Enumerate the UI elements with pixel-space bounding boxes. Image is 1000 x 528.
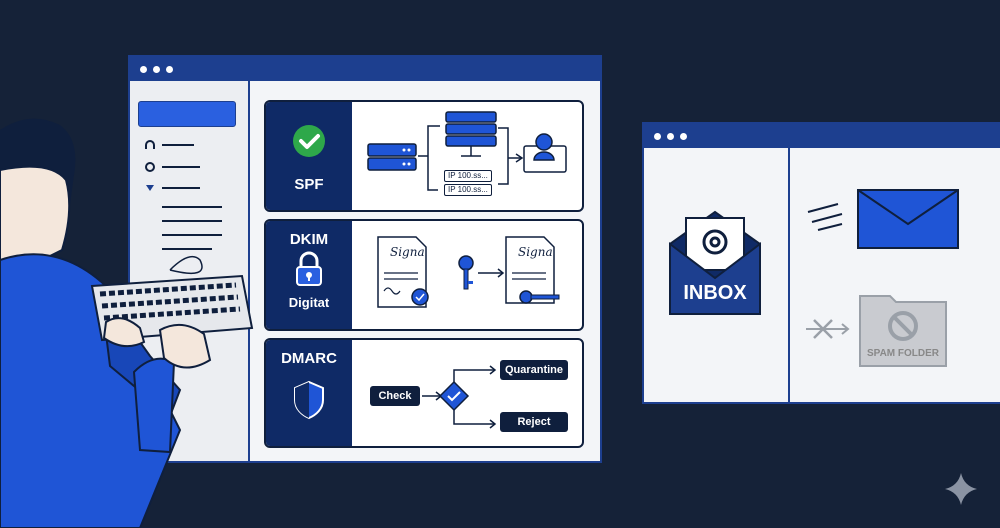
padlock-icon — [296, 251, 322, 286]
window-control-dot[interactable] — [654, 132, 661, 140]
dmarc-flow-diagram — [422, 365, 497, 429]
incoming-mail-graphic — [807, 189, 959, 249]
green-check-icon — [293, 125, 325, 157]
keyboard-cable — [169, 255, 203, 275]
spf-card-side: SPF — [266, 102, 352, 210]
ip-tag: IP 100.ss... — [444, 170, 492, 182]
person-typing-illustration — [0, 118, 254, 528]
spam-folder-label: SPAM FOLDER — [866, 348, 940, 359]
shield-icon — [294, 380, 324, 420]
right-hand — [102, 317, 146, 348]
face — [0, 165, 71, 272]
arrow-icon — [497, 268, 505, 278]
connector-line — [498, 127, 522, 185]
security-app-window: SPF IP 100 — [128, 55, 602, 463]
dkim-sublabel: Digitat — [288, 295, 330, 310]
connector-line — [418, 125, 440, 191]
spf-card: SPF IP 100 — [264, 100, 584, 212]
window-control-dot[interactable] — [140, 65, 147, 73]
server-rack-icon — [445, 111, 497, 157]
window-control-dot[interactable] — [680, 132, 687, 140]
home-icon — [145, 140, 155, 149]
left-arm — [132, 357, 176, 454]
arrow-icon — [515, 153, 524, 163]
ip-tag: IP 100.ss... — [444, 184, 492, 196]
sidebar — [130, 81, 250, 461]
spam-folder-icon — [859, 295, 947, 367]
dkim-card-side: DKIM Digitat — [266, 221, 352, 329]
signed-document-icon — [377, 236, 429, 308]
server-icon — [367, 143, 417, 171]
dmarc-label: DMARC — [281, 350, 337, 367]
window-divider — [788, 148, 790, 402]
signature-text: Signa — [390, 245, 425, 259]
decision-diamond-icon — [438, 380, 470, 412]
dmarc-card-side: DMARC — [266, 340, 352, 446]
sparkle-icon — [945, 473, 977, 505]
spam-folder[interactable]: SPAM FOLDER — [858, 290, 948, 368]
check-step: Check — [370, 386, 420, 406]
inbox-label: INBOX — [683, 282, 747, 304]
check-icon — [447, 391, 461, 402]
reject-action: Reject — [500, 412, 568, 432]
spf-label: SPF — [294, 176, 324, 193]
arrow-line — [453, 369, 494, 382]
mail-envelope-icon — [857, 189, 959, 249]
motion-lines — [807, 203, 843, 231]
verified-document-icon — [505, 236, 560, 304]
mail-client-window: INBOX SPAM FOLDER — [642, 122, 1000, 404]
arrow-line — [453, 410, 494, 425]
triangle-down-icon — [146, 185, 154, 191]
blocked-arrow-icon — [806, 319, 850, 339]
quarantine-action: Quarantine — [500, 360, 568, 380]
key-icon — [458, 255, 474, 290]
dmarc-card: DMARC Check Quarantine Reject — [264, 338, 584, 448]
window-titlebar — [644, 124, 1000, 148]
circle-icon — [145, 162, 155, 172]
dkim-signing-diagram — [377, 236, 560, 308]
inbox-folder[interactable]: INBOX — [668, 208, 762, 316]
window-control-dot[interactable] — [153, 65, 160, 73]
dkim-label: DKIM — [289, 231, 329, 248]
window-control-dot[interactable] — [166, 65, 173, 73]
spf-server-diagram — [367, 111, 567, 191]
user-monitor-icon — [523, 133, 567, 173]
dkim-card: DKIM Digitat — [264, 219, 584, 331]
jacket — [0, 253, 182, 528]
window-control-dot[interactable] — [667, 132, 674, 140]
signature-text: Signa — [518, 245, 553, 259]
sidebar-menu — [145, 140, 222, 250]
left-hand — [158, 323, 212, 369]
arrow-icon — [489, 419, 497, 429]
arrow-icon — [489, 365, 497, 375]
sidebar-search-bar[interactable] — [138, 101, 236, 127]
inbox-envelope-icon — [669, 210, 761, 315]
window-titlebar — [130, 57, 600, 81]
